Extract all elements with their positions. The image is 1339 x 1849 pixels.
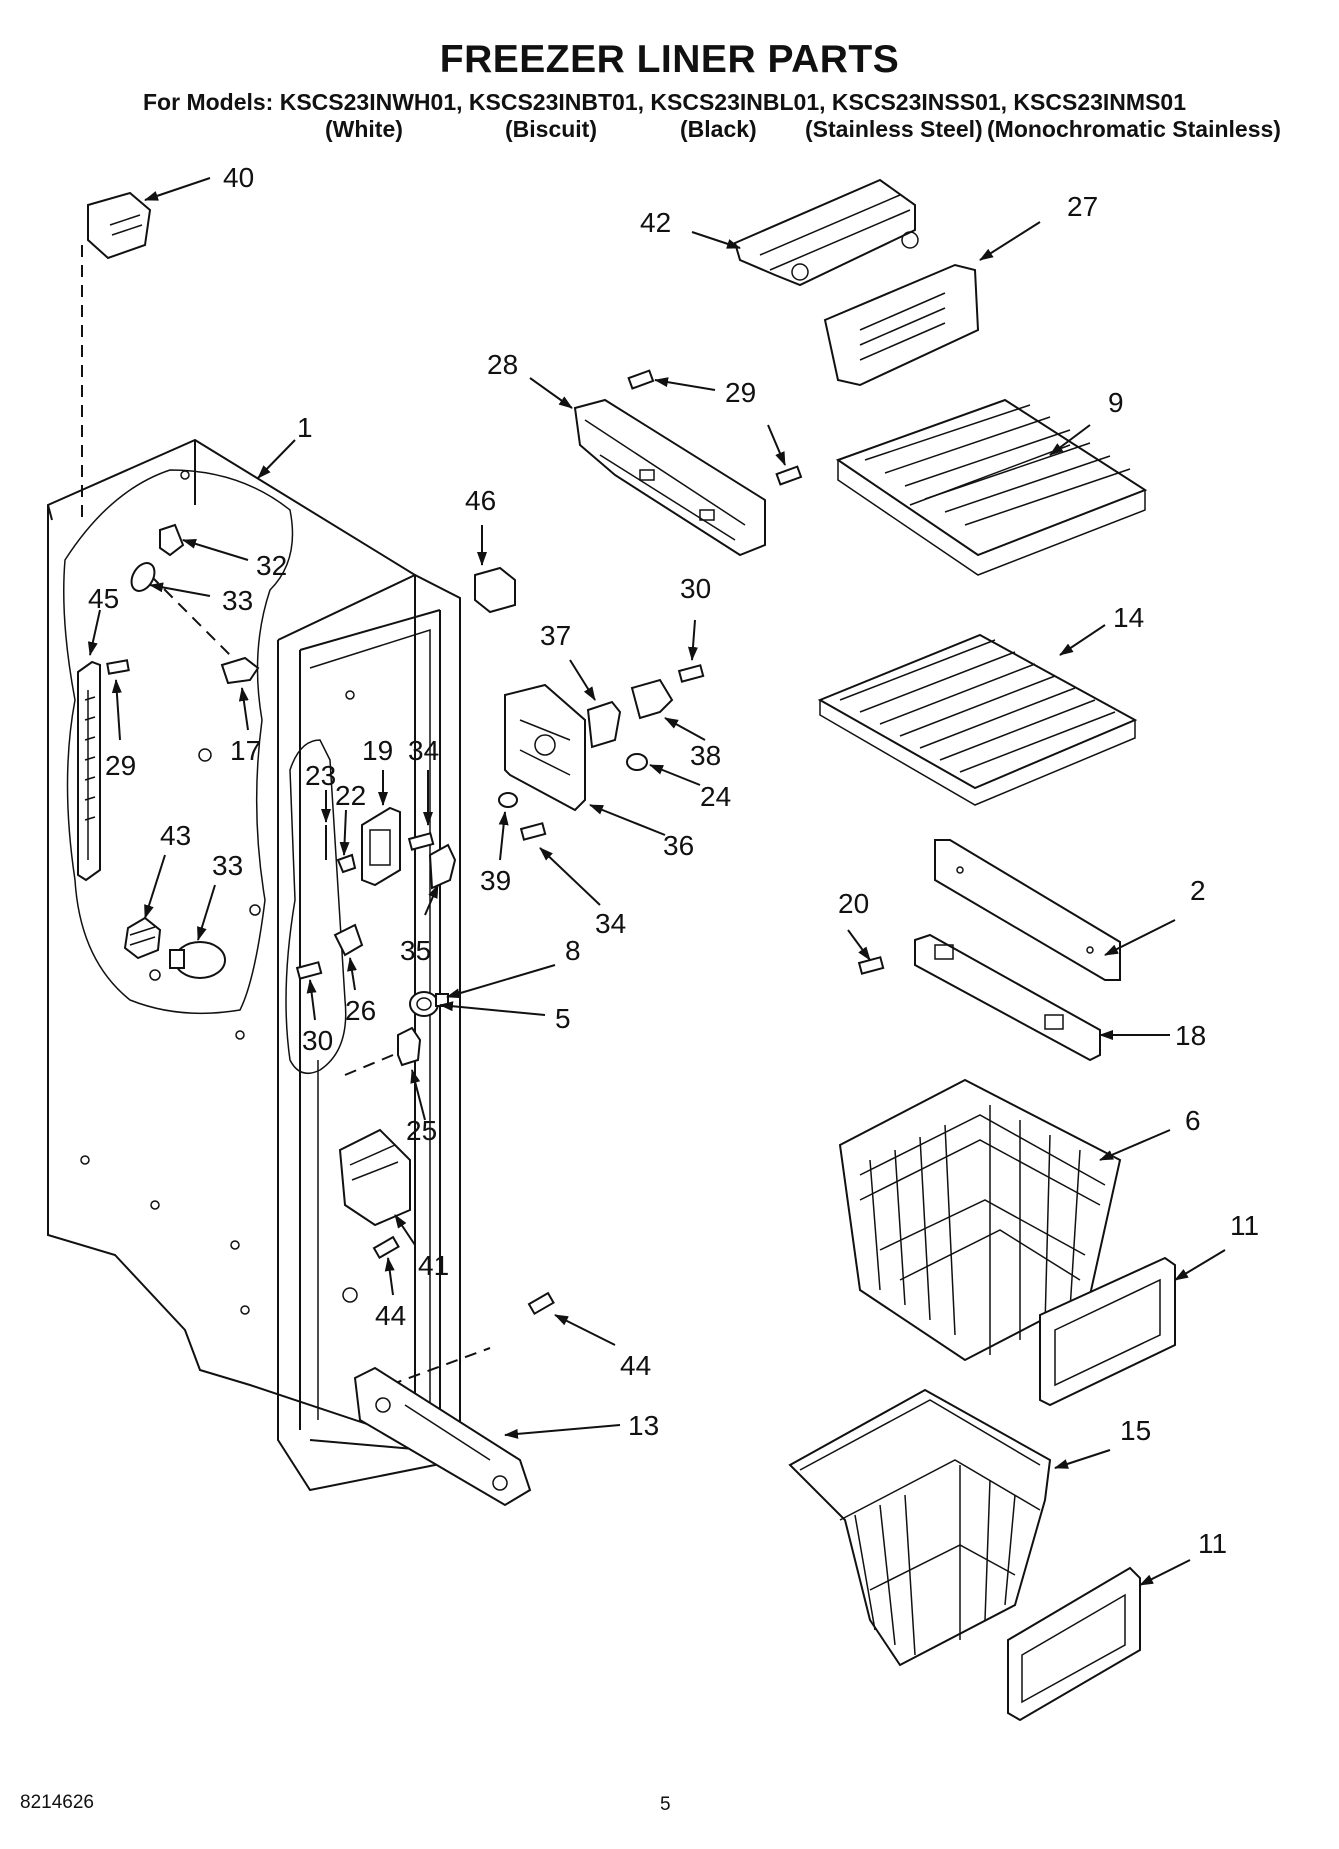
callout-37: 37 <box>540 620 571 651</box>
callout-44: 44 <box>375 1300 406 1331</box>
callout-6: 6 <box>1185 1105 1201 1136</box>
variant-monochromatic-stainless: (Monochromatic Stainless) <box>987 116 1281 142</box>
light-switch-housing-part <box>361 806 401 887</box>
switch-bracket-part <box>333 923 364 957</box>
screw-part <box>775 465 803 486</box>
callout-43: 43 <box>160 820 191 851</box>
page-title: FREEZER LINER PARTS <box>439 38 900 81</box>
lamp-socket-part <box>123 916 162 960</box>
clip-part <box>474 566 516 614</box>
callout-1: 1 <box>297 412 313 443</box>
callout-36: 36 <box>663 830 694 861</box>
callout-11: 11 <box>1198 1528 1227 1559</box>
screw-part <box>519 822 547 841</box>
screw-part <box>857 956 885 975</box>
cover-part <box>338 1128 411 1227</box>
cover-plate-part <box>353 1366 532 1507</box>
callout-28: 28 <box>487 349 518 380</box>
air-duct-part <box>573 398 766 557</box>
wire-shelf-part <box>835 398 1148 576</box>
callout-9: 9 <box>1108 387 1124 418</box>
callout-19: 19 <box>362 735 393 766</box>
callout-2: 2 <box>1190 875 1206 906</box>
callout-30: 30 <box>680 573 711 604</box>
switch-bracket-part <box>220 656 260 685</box>
callout-13: 13 <box>628 1410 659 1441</box>
screw-part <box>372 1235 400 1260</box>
callout-29: 29 <box>725 377 756 408</box>
variant-white: (White) <box>325 116 403 142</box>
callout-39: 39 <box>480 865 511 896</box>
callout-29: 29 <box>105 750 136 781</box>
callout-32: 32 <box>256 550 287 581</box>
screw-part <box>407 832 435 851</box>
switch-part <box>428 843 457 890</box>
alignment-line <box>389 1347 491 1386</box>
callout-34: 34 <box>408 735 439 766</box>
leader-arrows <box>87 177 1226 1586</box>
callout-22: 22 <box>335 780 366 811</box>
vent-cover-part <box>823 263 980 387</box>
callout-33: 33 <box>212 850 243 881</box>
light-shield-part <box>87 191 152 260</box>
document-number: 8214626 <box>20 1792 94 1813</box>
freezer-liner <box>47 438 461 1492</box>
callout-35: 35 <box>400 935 431 966</box>
basket-handle-part <box>1007 1566 1141 1722</box>
callout-18: 18 <box>1175 1020 1206 1051</box>
callout-41: 41 <box>418 1250 449 1281</box>
variant-biscuit: (Biscuit) <box>505 116 597 142</box>
callout-45: 45 <box>88 583 119 614</box>
callout-8: 8 <box>565 935 581 966</box>
control-board-part <box>586 700 622 749</box>
basket-handle-part <box>1039 1256 1176 1407</box>
page-number: 5 <box>660 1794 671 1815</box>
light-bulb-part <box>169 941 226 979</box>
alignment-line <box>344 1049 406 1076</box>
callout-30: 30 <box>302 1025 333 1056</box>
callout-42: 42 <box>640 207 671 238</box>
callout-26: 26 <box>345 995 376 1026</box>
cover-bracket-part <box>733 178 919 287</box>
drawer-slide-part <box>914 933 1101 1062</box>
freezer-basket-part <box>788 1388 1052 1667</box>
knob-part <box>626 753 648 771</box>
callout-20: 20 <box>838 888 869 919</box>
terminal-part <box>336 853 357 874</box>
callout-5: 5 <box>555 1003 571 1034</box>
callout-25: 25 <box>406 1115 437 1146</box>
screw-part <box>106 659 130 675</box>
models-line: For Models: KSCS23INWH01, KSCS23INBT01, … <box>143 89 1186 115</box>
control-knob-part <box>409 991 449 1017</box>
thermistor-part <box>630 678 674 720</box>
damper-part <box>397 1026 422 1067</box>
light-bulb-part <box>130 562 156 592</box>
callout-38: 38 <box>690 740 721 771</box>
callout-15: 15 <box>1120 1415 1151 1446</box>
callout-44: 44 <box>620 1350 651 1381</box>
callout-14: 14 <box>1113 602 1144 633</box>
lamp-socket-part <box>159 523 185 557</box>
callout-17: 17 <box>230 735 261 766</box>
callout-11: 11 <box>1230 1210 1259 1241</box>
callout-40: 40 <box>223 162 254 193</box>
knob-part <box>498 792 518 808</box>
screw-part <box>527 1291 555 1316</box>
glass-shelf-part <box>817 633 1138 806</box>
callout-34: 34 <box>595 908 626 939</box>
variant-black: (Black) <box>680 116 757 142</box>
screw-part <box>627 369 655 390</box>
callout-46: 46 <box>465 485 496 516</box>
callout-33: 33 <box>222 585 253 616</box>
variant-stainless-steel: (Stainless Steel) <box>805 116 983 142</box>
screw-part <box>295 961 323 980</box>
light-housing-strip-part <box>77 660 101 882</box>
callout-23: 23 <box>305 760 336 791</box>
drawer-rail-cover-part <box>934 839 1121 981</box>
callout-27: 27 <box>1067 191 1098 222</box>
callout-24: 24 <box>700 781 731 812</box>
screw-part <box>677 664 705 683</box>
control-housing-part <box>504 683 586 812</box>
